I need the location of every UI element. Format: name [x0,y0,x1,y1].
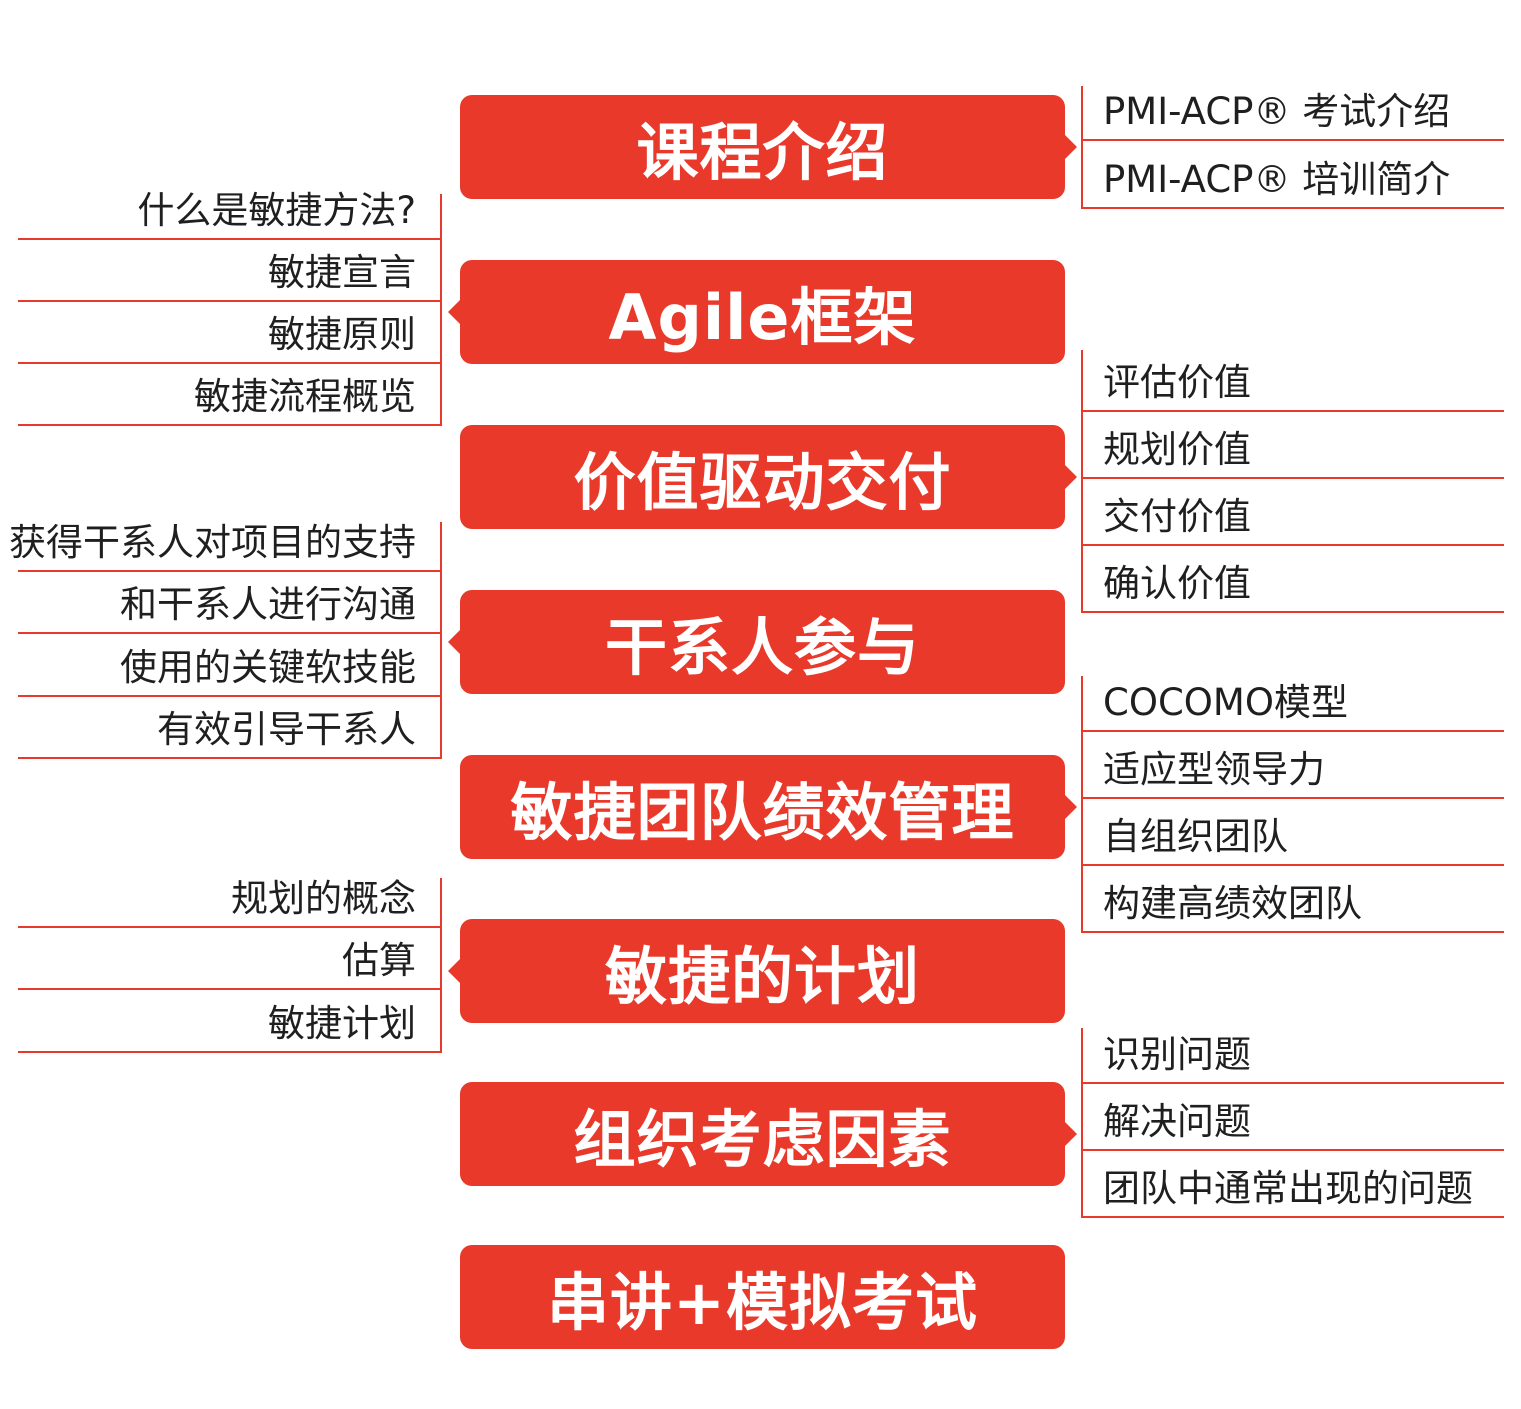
list-item: 构建高绩效团队 [1083,866,1504,933]
list-item: 交付价值 [1083,479,1504,546]
list-item: 规划价值 [1083,412,1504,479]
subtopics-course-intro: PMI-ACP® 考试介绍 PMI-ACP® 培训简介 [1081,86,1504,209]
topic-team-performance: 敏捷团队绩效管理 [460,755,1077,859]
topic-organizational-considerations: 组织考虑因素 [460,1082,1077,1186]
list-item: 自组织团队 [1083,799,1504,866]
list-item: 敏捷宣言 [18,240,440,302]
list-item: 解决问题 [1083,1084,1504,1151]
list-item: PMI-ACP® 培训简介 [1083,141,1504,209]
topic-agile-planning: 敏捷的计划 [448,919,1065,1023]
list-item: 评估价值 [1083,350,1504,412]
list-item: 使用的关键软技能 [18,634,440,697]
list-item: 估算 [18,928,440,990]
list-item: 有效引导干系人 [18,697,440,759]
topic-stakeholder-engagement: 干系人参与 [448,590,1065,694]
topic-review-mock-exam: 串讲+模拟考试 [460,1245,1065,1349]
topic-course-intro: 课程介绍 [460,95,1077,199]
subtopics-agile-framework: 什么是敏捷方法? 敏捷宣言 敏捷原则 敏捷流程概览 [18,189,442,426]
subtopics-planning: 规划的概念 估算 敏捷计划 [18,877,442,1053]
list-item: 识别问题 [1083,1028,1504,1084]
list-item: 适应型领导力 [1083,732,1504,799]
subtopics-team-performance: COCOMO模型 适应型领导力 自组织团队 构建高绩效团队 [1081,676,1504,933]
list-item: 和干系人进行沟通 [18,572,440,634]
subtopics-stakeholder: 获得干系人对项目的支持 和干系人进行沟通 使用的关键软技能 有效引导干系人 [9,521,442,759]
list-item: 获得干系人对项目的支持 [9,521,440,572]
list-item: 团队中通常出现的问题 [1083,1151,1504,1218]
subtopics-organization: 识别问题 解决问题 团队中通常出现的问题 [1081,1028,1504,1218]
list-item: PMI-ACP® 考试介绍 [1083,86,1504,141]
list-item: 敏捷原则 [18,302,440,364]
topic-agile-framework: Agile框架 [448,260,1065,364]
list-item: 什么是敏捷方法? [18,189,440,240]
list-item: 敏捷流程概览 [18,364,440,426]
list-item: COCOMO模型 [1083,676,1504,732]
list-item: 规划的概念 [18,877,440,928]
subtopics-value-delivery: 评估价值 规划价值 交付价值 确认价值 [1081,350,1504,613]
list-item: 确认价值 [1083,546,1504,613]
list-item: 敏捷计划 [18,990,440,1053]
topic-value-driven-delivery: 价值驱动交付 [460,425,1077,529]
